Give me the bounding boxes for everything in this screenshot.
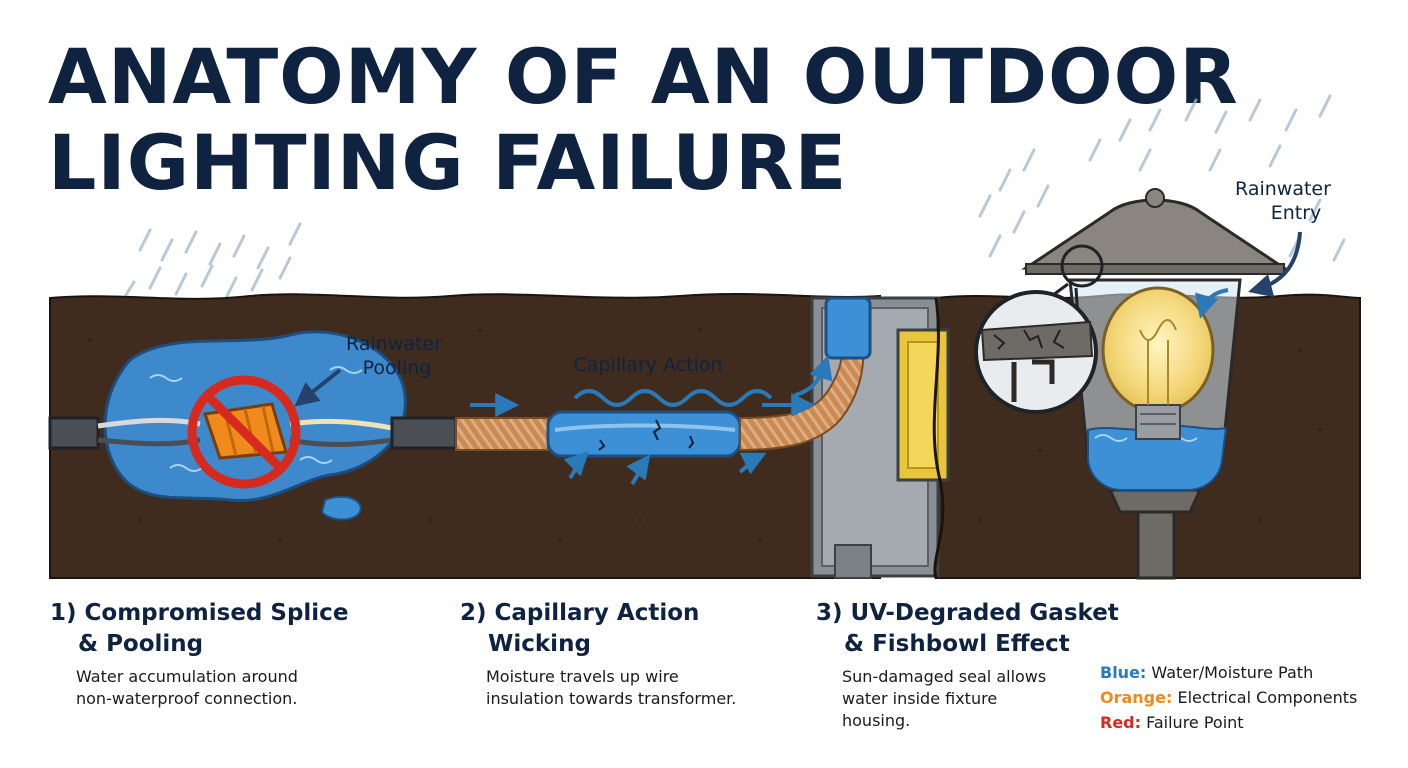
legend-row-water: Blue: Water/Moisture Path bbox=[1100, 660, 1357, 685]
caption-1-body-line-2: non-waterproof connection. bbox=[76, 689, 298, 708]
caption-3: 3) UV-Degraded Gasket & Fishbowl Effect … bbox=[816, 598, 1119, 732]
legend-key-orange: Orange: bbox=[1100, 688, 1173, 707]
pooling-label-line-1: Rainwater bbox=[346, 333, 442, 355]
water-ripples bbox=[149, 366, 363, 472]
page-title: ANATOMY OF AN OUTDOOR LIGHTING FAILURE bbox=[48, 34, 1239, 206]
legend-row-failure: Red: Failure Point bbox=[1100, 710, 1357, 735]
capillary-action-label: Capillary Action bbox=[573, 354, 722, 376]
legend-text-water: Water/Moisture Path bbox=[1151, 663, 1314, 682]
flow-arrows bbox=[470, 355, 833, 486]
soil-texture bbox=[88, 328, 1322, 542]
caption-1-body-line-1: Water accumulation around bbox=[76, 667, 298, 686]
caption-1-heading-line-2: & Pooling bbox=[78, 631, 204, 657]
legend-key-red: Red: bbox=[1100, 713, 1142, 732]
caption-1: 1) Compromised Splice & Pooling Water ac… bbox=[50, 598, 348, 710]
caption-3-heading-line-2: & Fishbowl Effect bbox=[844, 631, 1070, 657]
caption-3-body: Sun-damaged seal allows water inside fix… bbox=[816, 666, 1119, 732]
caption-1-heading-line-1: 1) Compromised Splice bbox=[50, 600, 349, 626]
caption-3-body-line-2: water inside fixture bbox=[842, 689, 998, 708]
legend-text-failure: Failure Point bbox=[1146, 713, 1244, 732]
entry-callout-arrow bbox=[1248, 231, 1302, 298]
rainwater-entry-label: Rainwater Entry bbox=[1235, 178, 1337, 224]
title-line-1: ANATOMY OF AN OUTDOOR bbox=[48, 32, 1239, 121]
gasket-magnifier bbox=[974, 282, 1098, 414]
pooling-label-line-2: Pooling bbox=[363, 357, 432, 379]
caption-1-body: Water accumulation around non-waterproof… bbox=[50, 666, 348, 710]
caption-2-heading-line-2: Wicking bbox=[488, 631, 591, 657]
legend-key-blue: Blue: bbox=[1100, 663, 1147, 682]
legend-row-electrical: Orange: Electrical Components bbox=[1100, 685, 1357, 710]
caption-2-body-line-1: Moisture travels up wire bbox=[486, 667, 679, 686]
middle-cable bbox=[455, 296, 872, 458]
caption-2-body: Moisture travels up wire insulation towa… bbox=[460, 666, 736, 710]
entry-label-line-1: Rainwater bbox=[1235, 178, 1331, 200]
water-puddle bbox=[320, 495, 362, 521]
lamp-fixture bbox=[1021, 188, 1289, 580]
caption-3-body-line-3: housing. bbox=[842, 711, 911, 730]
title-line-2: LIGHTING FAILURE bbox=[48, 118, 848, 207]
pooling-callout-arrow bbox=[294, 368, 342, 407]
capillary-squiggle bbox=[573, 389, 773, 407]
caption-3-heading: 3) UV-Degraded Gasket & Fishbowl Effect bbox=[816, 598, 1119, 660]
caption-3-body-line-1: Sun-damaged seal allows bbox=[842, 667, 1047, 686]
rain-streaks bbox=[122, 94, 1346, 300]
caption-3-heading-line-1: 3) UV-Degraded Gasket bbox=[816, 600, 1119, 626]
rainwater-pooling-label: Rainwater Pooling bbox=[346, 333, 448, 379]
caption-2-body-line-2: insulation towards transformer. bbox=[486, 689, 737, 708]
failure-prohibition-icon bbox=[187, 375, 301, 489]
caption-1-heading: 1) Compromised Splice & Pooling bbox=[50, 598, 348, 660]
legend-text-electrical: Electrical Components bbox=[1177, 688, 1358, 707]
entry-label-line-2: Entry bbox=[1271, 202, 1322, 224]
entry-inner-arrow bbox=[1195, 288, 1229, 319]
caption-2-heading-line-1: 2) Capillary Action bbox=[460, 600, 700, 626]
caption-2: 2) Capillary Action Wicking Moisture tra… bbox=[460, 598, 736, 710]
color-legend: Blue: Water/Moisture Path Orange: Electr… bbox=[1100, 660, 1357, 735]
caption-2-heading: 2) Capillary Action Wicking bbox=[460, 598, 736, 660]
bulb-icon bbox=[1101, 286, 1215, 414]
gasket-highlight-circle bbox=[1060, 244, 1104, 288]
